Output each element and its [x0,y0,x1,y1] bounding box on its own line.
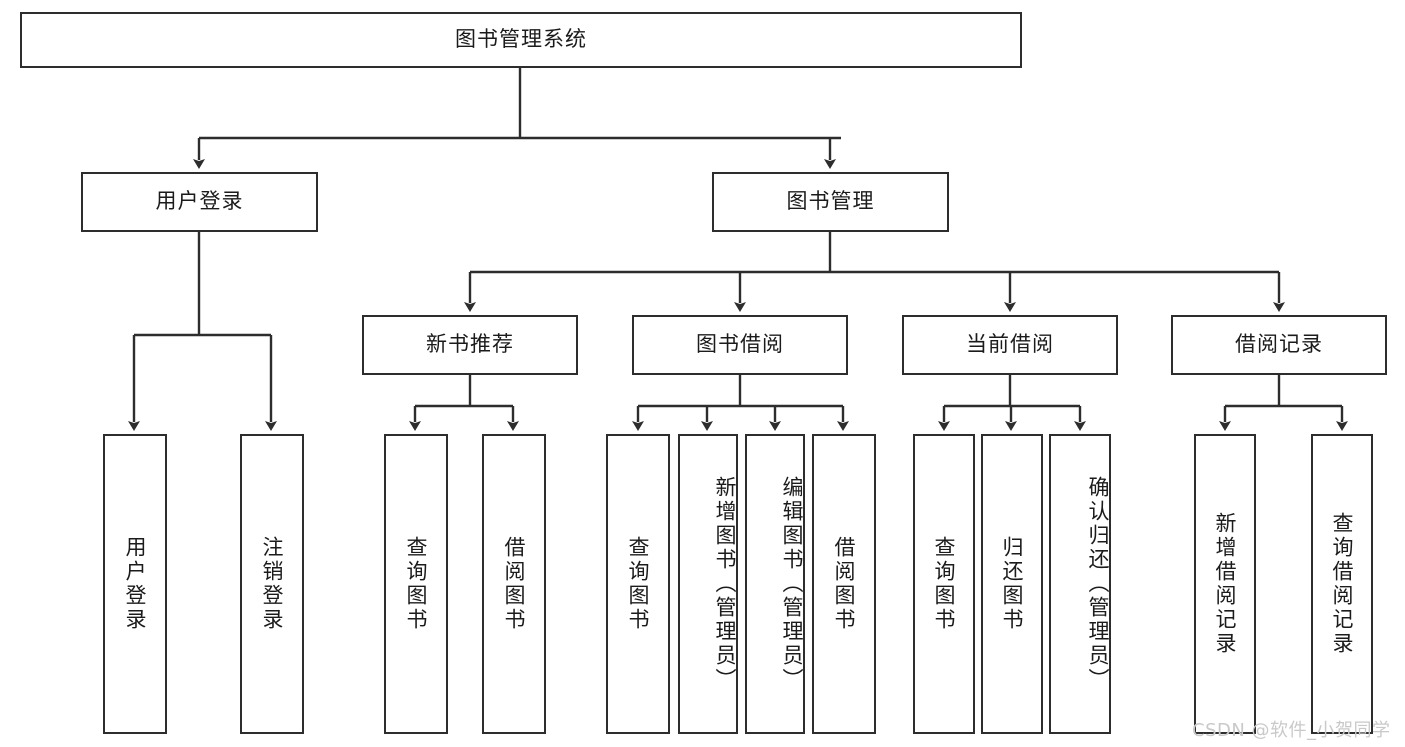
leaf-book-borrow-4[interactable]: 借阅图书 [812,434,876,734]
leaf-user-login-2[interactable]: 注销登录 [240,434,304,734]
node-book-borrow[interactable]: 图书借阅 [632,315,848,375]
leaf-book-borrow-1[interactable]: 查询图书 [606,434,670,734]
node-borrow-record[interactable]: 借阅记录 [1171,315,1387,375]
leaf-book-borrow-3[interactable]: 编辑图书（管理员） [745,434,805,734]
leaf-new-book-1[interactable]: 查询图书 [384,434,448,734]
node-book-manage[interactable]: 图书管理 [712,172,949,232]
leaf-book-borrow-2[interactable]: 新增图书（管理员） [678,434,738,734]
leaf-current-borrow-2[interactable]: 归还图书 [981,434,1043,734]
leaf-new-book-2[interactable]: 借阅图书 [482,434,546,734]
leaf-current-borrow-3[interactable]: 确认归还（管理员） [1049,434,1111,734]
leaf-current-borrow-1[interactable]: 查询图书 [913,434,975,734]
leaf-borrow-record-1[interactable]: 新增借阅记录 [1194,434,1256,734]
leaf-borrow-record-2[interactable]: 查询借阅记录 [1311,434,1373,734]
node-root[interactable]: 图书管理系统 [20,12,1022,68]
node-new-book-recommend[interactable]: 新书推荐 [362,315,578,375]
node-user-login[interactable]: 用户登录 [81,172,318,232]
node-current-borrow[interactable]: 当前借阅 [902,315,1118,375]
leaf-user-login-1[interactable]: 用户登录 [103,434,167,734]
